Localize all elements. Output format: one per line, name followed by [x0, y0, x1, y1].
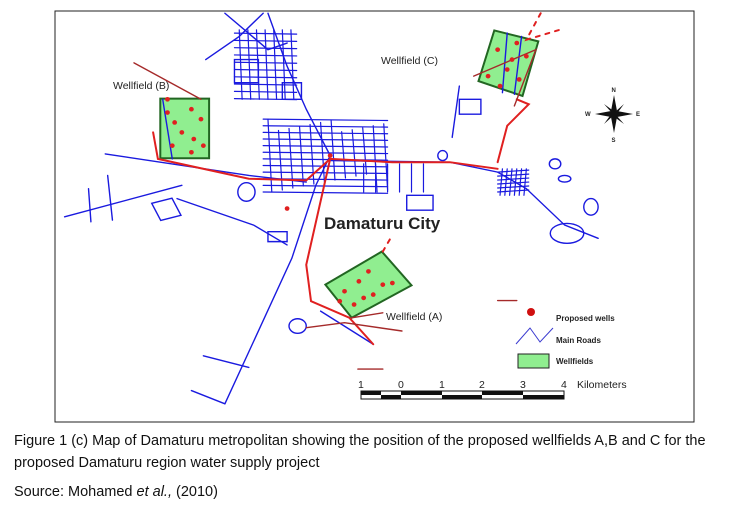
damaturu-map: Damaturu City Wellfield (B) Wellfield (C… [54, 10, 695, 423]
compass-rose-icon: N S E W [585, 88, 640, 144]
well-marker [504, 67, 510, 72]
scale-tick-label: 1 [358, 379, 364, 391]
well-marker [389, 280, 395, 286]
legend: Proposed wells Main Roads Wellfields [515, 308, 615, 369]
well-marker [172, 120, 178, 125]
well-marker [342, 288, 347, 294]
legend-main-roads: Main Roads [556, 336, 601, 345]
scale-tick-label: 3 [520, 379, 526, 391]
well-marker [497, 83, 503, 89]
well-marker [191, 136, 197, 142]
well-marker [495, 47, 501, 52]
city-label: Damaturu City [324, 214, 441, 233]
well-marker [366, 269, 371, 274]
well-marker [351, 302, 357, 307]
well-marker [189, 106, 194, 112]
wellfield-c-area [479, 30, 539, 96]
legend-wellfields: Wellfields [556, 357, 594, 366]
figure-source: Source: Mohamed et al., (2010) [14, 484, 218, 500]
well-marker [523, 53, 529, 59]
well-marker [169, 143, 175, 148]
scale-bar: 1 0 1 2 3 4 Kilometers [358, 379, 627, 400]
well-marker [509, 57, 515, 62]
legend-well-icon [527, 308, 535, 316]
well-marker [485, 73, 491, 79]
wellfield-a-area [325, 252, 411, 318]
well-marker [165, 110, 170, 115]
well-marker [361, 295, 367, 301]
wellfield-b-label: Wellfield (B) [113, 80, 169, 92]
figure-caption: Figure 1 (c) Map of Damaturu metropolita… [14, 433, 706, 471]
legend-proposed-wells: Proposed wells [556, 314, 615, 323]
wellfield-c-label: Wellfield (C) [381, 55, 438, 67]
proposed-wells [165, 40, 529, 307]
well-marker [165, 96, 170, 102]
compass-n: N [612, 88, 616, 94]
well-marker [337, 298, 343, 304]
legend-wellfield-icon [517, 353, 550, 369]
scale-tick-label: 2 [479, 379, 485, 391]
wellfield-a-label: Wellfield (A) [386, 311, 442, 323]
well-marker [370, 292, 376, 297]
source-suffix: (2010) [171, 484, 218, 500]
compass-w: W [585, 112, 591, 118]
scale-tick-label: 1 [439, 379, 445, 391]
pipe-lines-brown [134, 50, 536, 369]
wellfield-b-area [160, 99, 209, 159]
scale-tick-label: 4 [561, 379, 567, 391]
well-marker [356, 279, 362, 284]
scale-unit: Kilometers [577, 379, 627, 391]
compass-s: S [612, 138, 616, 144]
well-marker [284, 206, 290, 211]
scale-tick-label: 0 [398, 379, 404, 391]
source-prefix: Source: Mohamed [14, 484, 137, 500]
well-marker [380, 282, 386, 287]
well-marker [516, 77, 522, 82]
pipelines [153, 13, 560, 344]
map-frame [54, 10, 695, 423]
legend-road-icon [515, 327, 554, 345]
compass-e: E [636, 112, 640, 118]
well-marker [189, 149, 194, 155]
well-marker [200, 143, 206, 148]
source-italic: et al., [136, 484, 172, 500]
well-marker [179, 130, 185, 135]
well-marker [514, 40, 520, 46]
well-marker [327, 153, 333, 158]
well-marker [198, 116, 204, 122]
